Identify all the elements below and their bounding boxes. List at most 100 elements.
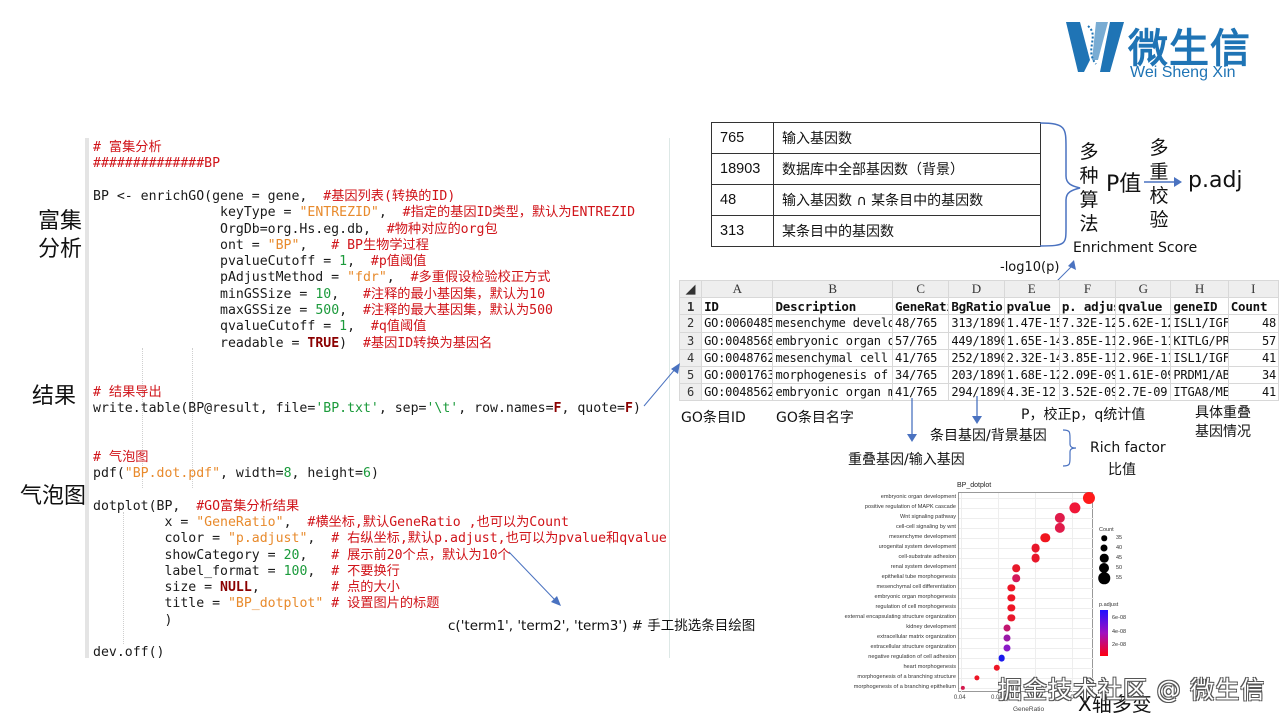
- code-line[interactable]: dev.off(): [93, 645, 164, 661]
- sheet-cell[interactable]: 3.85E-11: [1058, 331, 1117, 350]
- sheet-cell[interactable]: qvalue: [1115, 297, 1172, 316]
- sheet-cell[interactable]: 57/765: [892, 331, 950, 350]
- col-header[interactable]: F: [1058, 279, 1117, 299]
- sheet-cell[interactable]: mesenchymal cell d: [772, 348, 894, 367]
- sheet-cell[interactable]: 41/765: [892, 383, 950, 402]
- code-line[interactable]: OrgDb=org.Hs.eg.db, #物种对应的org包: [93, 222, 498, 238]
- sheet-cell[interactable]: GO:0048762: [701, 348, 774, 367]
- sheet-cell[interactable]: 2.96E-11: [1115, 348, 1172, 367]
- col-header[interactable]: B: [772, 279, 894, 299]
- sheet-cell[interactable]: 41/765: [892, 348, 950, 367]
- code-line[interactable]: x = "GeneRatio", #横坐标,默认GeneRatio ,也可以为C…: [93, 515, 569, 531]
- sheet-cell[interactable]: Count: [1227, 297, 1280, 316]
- sheet-cell[interactable]: 2.32E-14: [1003, 348, 1060, 367]
- code-line[interactable]: ): [93, 613, 172, 629]
- row-number[interactable]: 1: [678, 297, 703, 316]
- sheet-cell[interactable]: GO:0048562: [701, 383, 774, 402]
- sheet-cell[interactable]: GeneRati: [892, 297, 950, 316]
- sheet-cell[interactable]: 7.32E-12: [1058, 314, 1117, 333]
- row-number[interactable]: 5: [678, 365, 703, 385]
- sheet-cell[interactable]: GO:0048568: [701, 331, 774, 350]
- sheet-cell[interactable]: KITLG/PR: [1170, 331, 1229, 350]
- sheet-cell[interactable]: ISL1/IGF: [1170, 348, 1229, 367]
- sheet-cell[interactable]: 41: [1227, 348, 1280, 367]
- sheet-cell[interactable]: GO:0001763: [701, 365, 774, 385]
- sheet-cell[interactable]: 1.47E-15: [1003, 314, 1060, 333]
- row-number[interactable]: 6: [678, 383, 703, 402]
- code-line[interactable]: pdf("BP.dot.pdf", width=8, height=6): [93, 466, 379, 482]
- code-line[interactable]: # 气泡图: [93, 450, 148, 466]
- sheet-cell[interactable]: 1.61E-09: [1115, 365, 1172, 385]
- code-line[interactable]: BP <- enrichGO(gene = gene, #基因列表(转换的ID): [93, 189, 455, 205]
- sheet-cell[interactable]: 203/1890: [948, 365, 1005, 385]
- label-term-bg: 条目基因/背景基因: [930, 428, 1047, 444]
- sheet-cell[interactable]: 4.3E-12: [1003, 383, 1060, 402]
- col-header[interactable]: G: [1115, 279, 1172, 299]
- sheet-cell[interactable]: 2.09E-09: [1058, 365, 1117, 385]
- sheet-cell[interactable]: 48/765: [892, 314, 950, 333]
- col-header[interactable]: I: [1227, 279, 1280, 299]
- code-line[interactable]: # 富集分析: [93, 140, 162, 156]
- row-number[interactable]: 4: [678, 348, 703, 367]
- sheet-cell[interactable]: geneID: [1170, 297, 1229, 316]
- sheet-cell[interactable]: 5.62E-12: [1115, 314, 1172, 333]
- code-line[interactable]: ##############BP: [93, 156, 220, 172]
- sheet-cell[interactable]: embryonic organ mo: [772, 383, 894, 402]
- sheet-cell[interactable]: 313/1890: [948, 314, 1005, 333]
- brand-name-en: Wei Sheng Xin: [1130, 64, 1236, 81]
- sheet-cell[interactable]: Description: [772, 297, 894, 316]
- col-header[interactable]: C: [892, 279, 950, 299]
- sheet-cell[interactable]: 41: [1227, 383, 1280, 402]
- sheet-cell[interactable]: PRDM1/AB: [1170, 365, 1229, 385]
- code-line[interactable]: maxGSSize = 500, #注释的最大基因集，默认为500: [93, 303, 553, 319]
- sheet-cell[interactable]: 48: [1227, 314, 1280, 333]
- sheet-cell[interactable]: embryonic organ de: [772, 331, 894, 350]
- code-line[interactable]: # 结果导出: [93, 385, 162, 401]
- sheet-cell[interactable]: 57: [1227, 331, 1280, 350]
- code-line[interactable]: ont = "BP", # BP生物学过程: [93, 238, 429, 254]
- indent-guide: [123, 512, 124, 644]
- col-header[interactable]: H: [1170, 279, 1229, 299]
- sheet-cell[interactable]: mesenchyme develop: [772, 314, 894, 333]
- sheet-cell[interactable]: 449/1890: [948, 331, 1005, 350]
- sheet-cell[interactable]: ITGA8/ME: [1170, 383, 1229, 402]
- code-line[interactable]: qvalueCutoff = 1, #q值阈值: [93, 319, 426, 335]
- code-line[interactable]: dotplot(BP, #GO富集分析结果: [93, 499, 299, 515]
- sheet-cell[interactable]: GO:0060485: [701, 314, 774, 333]
- corner-cell[interactable]: ◢: [678, 279, 703, 299]
- sheet-cell[interactable]: 252/1890: [948, 348, 1005, 367]
- code-line[interactable]: keyType = "ENTREZID", #指定的基因ID类型，默认为ENTR…: [93, 205, 635, 221]
- sheet-cell[interactable]: p. adjust: [1058, 297, 1117, 316]
- sheet-cell[interactable]: 1.68E-12: [1003, 365, 1060, 385]
- gridline: [959, 628, 1094, 629]
- code-line[interactable]: pAdjustMethod = "fdr", #多重假设检验校正方式: [93, 270, 550, 286]
- code-line[interactable]: readable = TRUE) #基因ID转换为基因名: [93, 336, 492, 352]
- sheet-cell[interactable]: 3.52E-09: [1058, 383, 1117, 402]
- code-line[interactable]: title = "BP_dotplot" # 设置图片的标题: [93, 596, 439, 612]
- code-line[interactable]: color = "p.adjust", # 右纵坐标,默认p.adjust,也可…: [93, 531, 666, 547]
- sheet-cell[interactable]: BgRatio: [948, 297, 1005, 316]
- sheet-cell[interactable]: 2.7E-09: [1115, 383, 1172, 402]
- sheet-cell[interactable]: 1.65E-14: [1003, 331, 1060, 350]
- code-line[interactable]: label_format = 100, # 不要换行: [93, 564, 399, 580]
- code-line[interactable]: pvalueCutoff = 1, #p值阈值: [93, 254, 426, 270]
- r-code-editor[interactable]: # 富集分析##############BP BP <- enrichGO(gen…: [85, 138, 670, 661]
- sheet-cell[interactable]: ID: [701, 297, 774, 316]
- sheet-cell[interactable]: 2.96E-11: [1115, 331, 1172, 350]
- sheet-cell[interactable]: pvalue: [1003, 297, 1060, 316]
- sheet-cell[interactable]: 34/765: [892, 365, 950, 385]
- code-line[interactable]: write.table(BP@result, file='BP.txt', se…: [93, 401, 641, 417]
- code-line[interactable]: size = NULL, # 点的大小: [93, 580, 399, 596]
- row-number[interactable]: 3: [678, 331, 703, 350]
- sheet-cell[interactable]: 3.85E-11: [1058, 348, 1117, 367]
- col-header[interactable]: A: [701, 279, 774, 299]
- sheet-cell[interactable]: 34: [1227, 365, 1280, 385]
- col-header[interactable]: E: [1003, 279, 1060, 299]
- col-header[interactable]: D: [948, 279, 1005, 299]
- row-number[interactable]: 2: [678, 314, 703, 333]
- sheet-cell[interactable]: morphogenesis of a: [772, 365, 894, 385]
- code-line[interactable]: minGSSize = 10, #注释的最小基因集，默认为10: [93, 287, 545, 303]
- code-line[interactable]: showCategory = 20, # 展示前20个点，默认为10个: [93, 548, 510, 564]
- sheet-cell[interactable]: ISL1/IGF: [1170, 314, 1229, 333]
